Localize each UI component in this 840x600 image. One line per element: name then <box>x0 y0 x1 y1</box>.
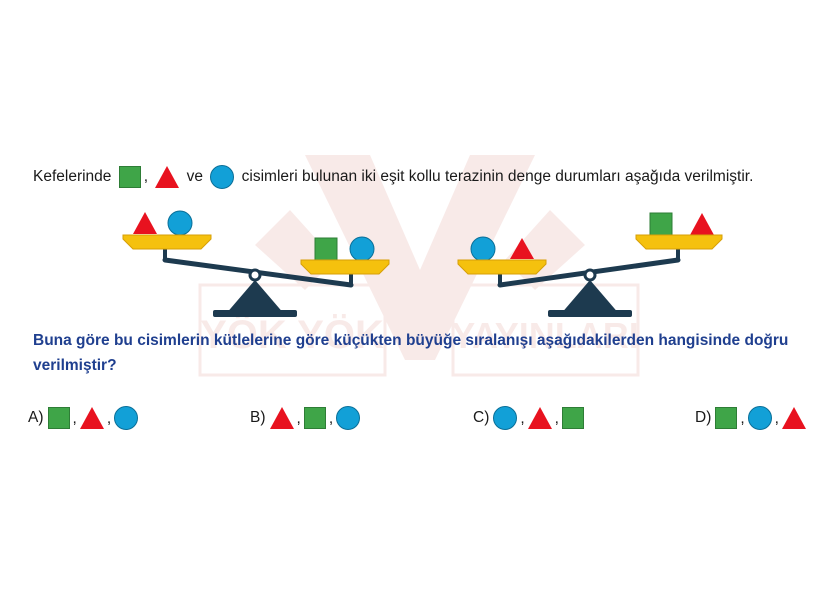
green-square-icon <box>561 407 584 429</box>
green-square-icon <box>118 165 141 188</box>
red-triangle-icon <box>269 407 294 429</box>
blue-circle-icon <box>336 406 361 430</box>
intro-sentence: Kefelerinde , ve cisimleri bulunan iki e… <box>33 164 823 190</box>
intro-sep-2: ve <box>186 168 204 185</box>
question-text: Buna göre bu cisimlerin kütlelerine göre… <box>33 332 789 374</box>
green-square-icon <box>715 407 738 429</box>
red-triangle-icon <box>510 238 534 259</box>
comma: , <box>740 410 745 427</box>
red-triangle-icon <box>155 165 180 188</box>
scale-stand <box>225 280 285 315</box>
comma: , <box>774 410 779 427</box>
red-triangle-icon <box>79 407 104 429</box>
comma: , <box>328 410 334 427</box>
option-label: D) <box>695 409 712 426</box>
option-label: B) <box>250 409 266 426</box>
option-b[interactable]: B) , , <box>250 406 361 430</box>
scale-pan-left <box>457 259 547 275</box>
blue-circle-icon <box>470 236 496 262</box>
blue-circle-icon <box>114 406 139 430</box>
red-triangle-icon <box>690 213 714 235</box>
red-triangle-icon <box>527 407 552 429</box>
scale-pan-right <box>635 234 723 250</box>
green-square-icon <box>649 212 673 236</box>
watermark-text-2: YAYINLARI <box>451 315 638 356</box>
green-square-icon <box>314 237 338 261</box>
option-a[interactable]: A) , , <box>28 406 139 430</box>
scale-pivot <box>248 268 262 282</box>
balance-scale-right <box>457 212 723 317</box>
watermark-logo: YÖK YÖK YAYINLARI <box>198 155 640 377</box>
scale-stand <box>560 280 620 315</box>
option-d[interactable]: D) , , <box>695 406 806 430</box>
comma: , <box>554 410 559 427</box>
scale-pan-right <box>300 259 390 275</box>
option-label: C) <box>473 409 490 426</box>
scale-pivot <box>583 268 597 282</box>
intro-sep-1: , <box>143 168 149 185</box>
comma: , <box>106 410 112 427</box>
option-label: A) <box>28 409 44 426</box>
red-triangle-icon <box>781 407 806 429</box>
comma: , <box>520 410 525 427</box>
balance-scale-left <box>122 210 390 317</box>
intro-text-after: cisimleri bulunan iki eşit kollu terazin… <box>241 168 754 185</box>
blue-circle-icon <box>210 164 235 189</box>
red-triangle-icon <box>133 212 157 234</box>
blue-circle-icon <box>167 210 193 236</box>
blue-circle-icon <box>747 406 772 430</box>
green-square-icon <box>47 407 70 429</box>
intro-text-before: Kefelerinde <box>33 168 112 185</box>
blue-circle-icon <box>349 236 375 262</box>
blue-circle-icon <box>493 406 518 430</box>
scale-base <box>548 310 632 317</box>
scale-pan-left <box>122 234 212 250</box>
green-square-icon <box>303 407 326 429</box>
comma: , <box>72 410 77 427</box>
comma: , <box>296 410 301 427</box>
option-c[interactable]: C) , , <box>473 406 584 430</box>
scale-base <box>213 310 297 317</box>
watermark-text-1: YÖK YÖK <box>200 312 384 357</box>
